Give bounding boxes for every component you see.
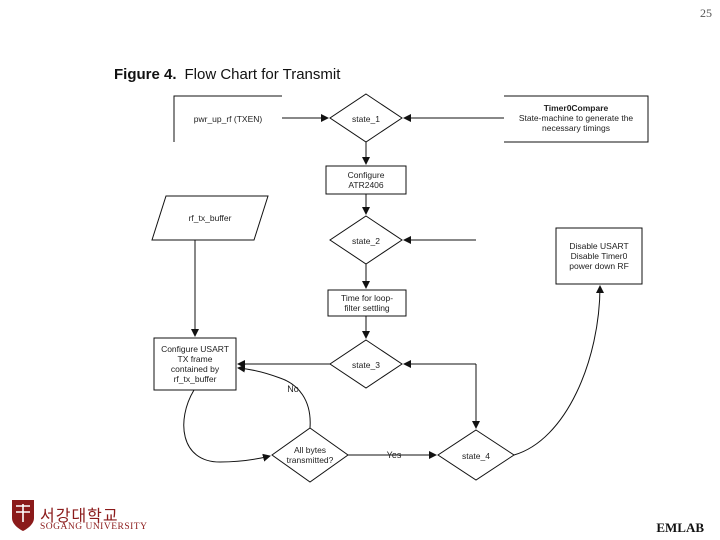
node-text-line: Disable Timer0 (571, 251, 628, 261)
footer-lab-name: EMLAB (656, 520, 704, 535)
node-text-line: state_2 (352, 236, 380, 246)
state-3-diamond (329, 339, 403, 389)
edge-usart-allbytes (183, 389, 271, 463)
no-label: No (287, 384, 299, 394)
node-text-line: Timer0Compare (544, 103, 609, 113)
node-text-line: All bytes (294, 445, 326, 455)
page-number: 25 (700, 6, 712, 20)
node-text-line: filter settling (344, 303, 390, 313)
pwr-up-box (173, 95, 282, 142)
rf-tx-buffer-text: rf_tx_buffer (189, 213, 232, 223)
edge-no-loop (237, 364, 311, 429)
node-text-line: State-machine to generate the (519, 113, 634, 123)
disable-box (555, 227, 643, 285)
node-text-line: TX frame (178, 354, 213, 364)
figure-title: Figure 4. Flow Chart for Transmit (114, 66, 340, 83)
node-text-line: rf_tx_buffer (189, 213, 232, 223)
rf-tx-buffer-shape (151, 195, 269, 241)
state-4-diamond (437, 429, 515, 481)
logo-university-text: SOGANG UNIVERSITY (40, 522, 148, 532)
node-text-line: Time for loop- (341, 293, 393, 303)
state-3-text: state_3 (352, 360, 380, 370)
node-text-line: state_1 (352, 114, 380, 124)
node-text-line: state_3 (352, 360, 380, 370)
node-text-line: Disable USART (569, 241, 628, 251)
all-bytes-diamond (271, 427, 349, 483)
edge-state4-disable (513, 285, 604, 456)
node-text-line: ATR2406 (348, 180, 384, 190)
node-text-line: pwr_up_rf (TXEN) (194, 114, 263, 124)
yes-label: Yes (387, 450, 402, 460)
configure-usart-box (153, 337, 237, 391)
shield-icon (12, 500, 34, 531)
node-text-line: Configure (348, 170, 385, 180)
node-text-line: state_4 (462, 451, 490, 461)
time-loop-text: Time for loop-filter settling (341, 293, 393, 313)
node-text-line: power down RF (569, 261, 629, 271)
figure-title-text: Flow Chart for Transmit (184, 66, 341, 83)
state-2-text: state_2 (352, 236, 380, 246)
node-text-line: rf_tx_buffer (174, 374, 217, 384)
time-loop-box (327, 289, 407, 317)
university-logo (10, 498, 36, 532)
node-text-line: transmitted? (287, 455, 334, 465)
logo-korean-text: 서강대학교 (40, 506, 119, 525)
pwr-up-text: pwr_up_rf (TXEN) (194, 114, 263, 124)
state-1-text: state_1 (352, 114, 380, 124)
figure-label: Figure 4. (114, 66, 177, 83)
node-text-line: Configure USART (161, 344, 229, 354)
node-text-line: necessary timings (542, 123, 610, 133)
node-text-line: contained by (171, 364, 220, 374)
state-4-text: state_4 (462, 451, 490, 461)
timer0-box (504, 95, 649, 143)
